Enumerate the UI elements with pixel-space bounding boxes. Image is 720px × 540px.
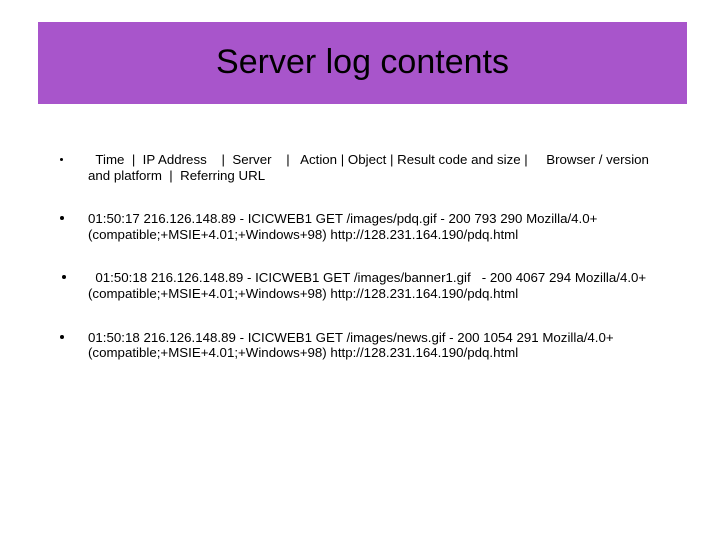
- bullet-dot-icon: [62, 275, 66, 280]
- bullet-dot-icon: [60, 334, 64, 339]
- list-item: 01:50:18 216.126.148.89 - ICICWEB1 GET /…: [54, 330, 658, 361]
- log-bullet-list: Time | IP Address | Server | Action | Ob…: [54, 152, 658, 361]
- list-item: 01:50:17 216.126.148.89 - ICICWEB1 GET /…: [54, 211, 658, 242]
- log-format-legend: Time | IP Address | Server | Action | Ob…: [88, 152, 653, 183]
- log-entry-2: 01:50:18 216.126.148.89 - ICICWEB1 GET /…: [88, 270, 647, 301]
- bullet-dot-icon: [60, 158, 63, 161]
- log-entry-1: 01:50:17 216.126.148.89 - ICICWEB1 GET /…: [88, 211, 598, 242]
- list-item: Time | IP Address | Server | Action | Ob…: [54, 152, 658, 183]
- log-entry-3: 01:50:18 216.126.148.89 - ICICWEB1 GET /…: [88, 329, 614, 361]
- title-banner: Server log contents: [38, 22, 687, 104]
- list-item: 01:50:18 216.126.148.89 - ICICWEB1 GET /…: [54, 270, 658, 301]
- page-title: Server log contents: [216, 43, 509, 82]
- bullet-dot-icon: [60, 216, 64, 221]
